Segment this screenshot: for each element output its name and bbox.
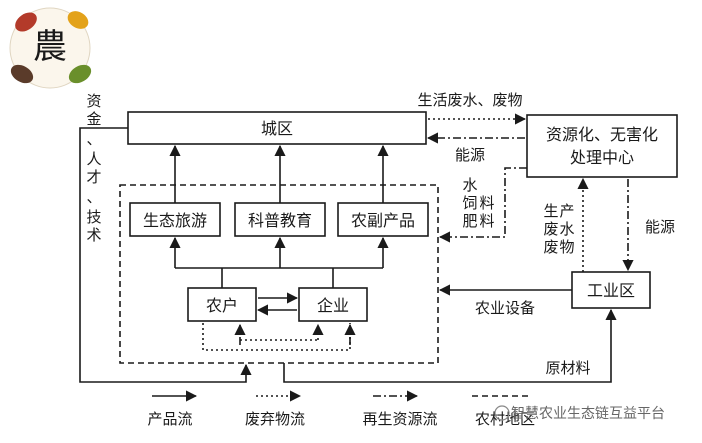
legend-product-flow: 产品流 <box>147 410 192 428</box>
logo-char: 農 <box>33 27 67 67</box>
treatment-center-label-2: 处理中心 <box>570 148 634 167</box>
enterprises-label: 企业 <box>317 296 349 315</box>
energy-top-label: 能源 <box>455 146 485 164</box>
pw-char-4: 废 <box>543 238 558 256</box>
funds-char-7: 术 <box>86 226 101 244</box>
flow-resources-to-rural <box>438 167 527 243</box>
flow-raw-materials <box>283 308 617 383</box>
treatment-center-box <box>526 114 678 178</box>
industrial-label: 工业区 <box>587 281 635 300</box>
pw-char-1: 产 <box>559 202 574 220</box>
funds-char-3: 人 <box>86 150 101 168</box>
funds-char-5: 、 <box>86 188 101 206</box>
products-box <box>337 202 429 237</box>
waste-loop-outer <box>202 323 351 351</box>
wff-char-0: 水 <box>462 176 477 194</box>
rural-area-boundary <box>119 184 439 364</box>
funds-label: 资 金 、 人 才 、 技 术 <box>86 92 101 244</box>
wff-char-2: 料 <box>479 194 494 212</box>
wff-char-1: 饲 <box>462 194 477 212</box>
water-feed-fertilizer-label: 水 饲 料 肥 料 <box>462 176 494 230</box>
flow-funds-talent-tech <box>79 127 252 383</box>
pw-char-2: 废 <box>543 220 558 238</box>
education-box <box>234 202 326 237</box>
wff-char-4: 料 <box>479 212 494 230</box>
farmers-box <box>187 287 257 322</box>
legend-renewable-flow: 再生资源流 <box>362 410 437 428</box>
products-label: 农副产品 <box>351 211 415 230</box>
ecotourism-label: 生态旅游 <box>143 211 207 230</box>
funds-char-0: 资 <box>86 92 101 110</box>
funds-char-6: 技 <box>86 208 101 226</box>
industrial-box <box>571 271 651 309</box>
treatment-center-label-1: 资源化、无害化 <box>546 125 658 144</box>
wff-char-3: 肥 <box>462 212 477 230</box>
funds-char-4: 才 <box>86 168 101 186</box>
raw-materials-label: 原材料 <box>545 359 590 377</box>
pw-char-3: 水 <box>559 220 574 238</box>
farmers-label: 农户 <box>206 296 238 315</box>
wechat-icon <box>494 405 510 421</box>
funds-char-2: 、 <box>86 130 101 148</box>
pw-char-5: 物 <box>559 238 574 256</box>
legend: 产品流 废弃物流 再生资源流 农村地区 <box>147 390 535 428</box>
energy-right-label: 能源 <box>645 218 675 236</box>
domestic-waste-label: 生活废水、废物 <box>417 91 522 109</box>
enterprises-box <box>298 287 368 322</box>
agri-equipment-label: 农业设备 <box>475 299 535 317</box>
watermark: 智慧农业生态链互益平台 <box>494 405 665 422</box>
pw-char-0: 生 <box>543 202 558 220</box>
city-label: 城区 <box>261 119 293 138</box>
logo: 農 <box>9 7 92 89</box>
education-label: 科普教育 <box>248 211 312 230</box>
production-waste-label: 生 产 废 水 废 物 <box>543 202 574 256</box>
watermark-text: 智慧农业生态链互益平台 <box>511 406 665 422</box>
funds-char-1: 金 <box>86 110 101 128</box>
legend-waste-flow: 废弃物流 <box>245 410 305 428</box>
